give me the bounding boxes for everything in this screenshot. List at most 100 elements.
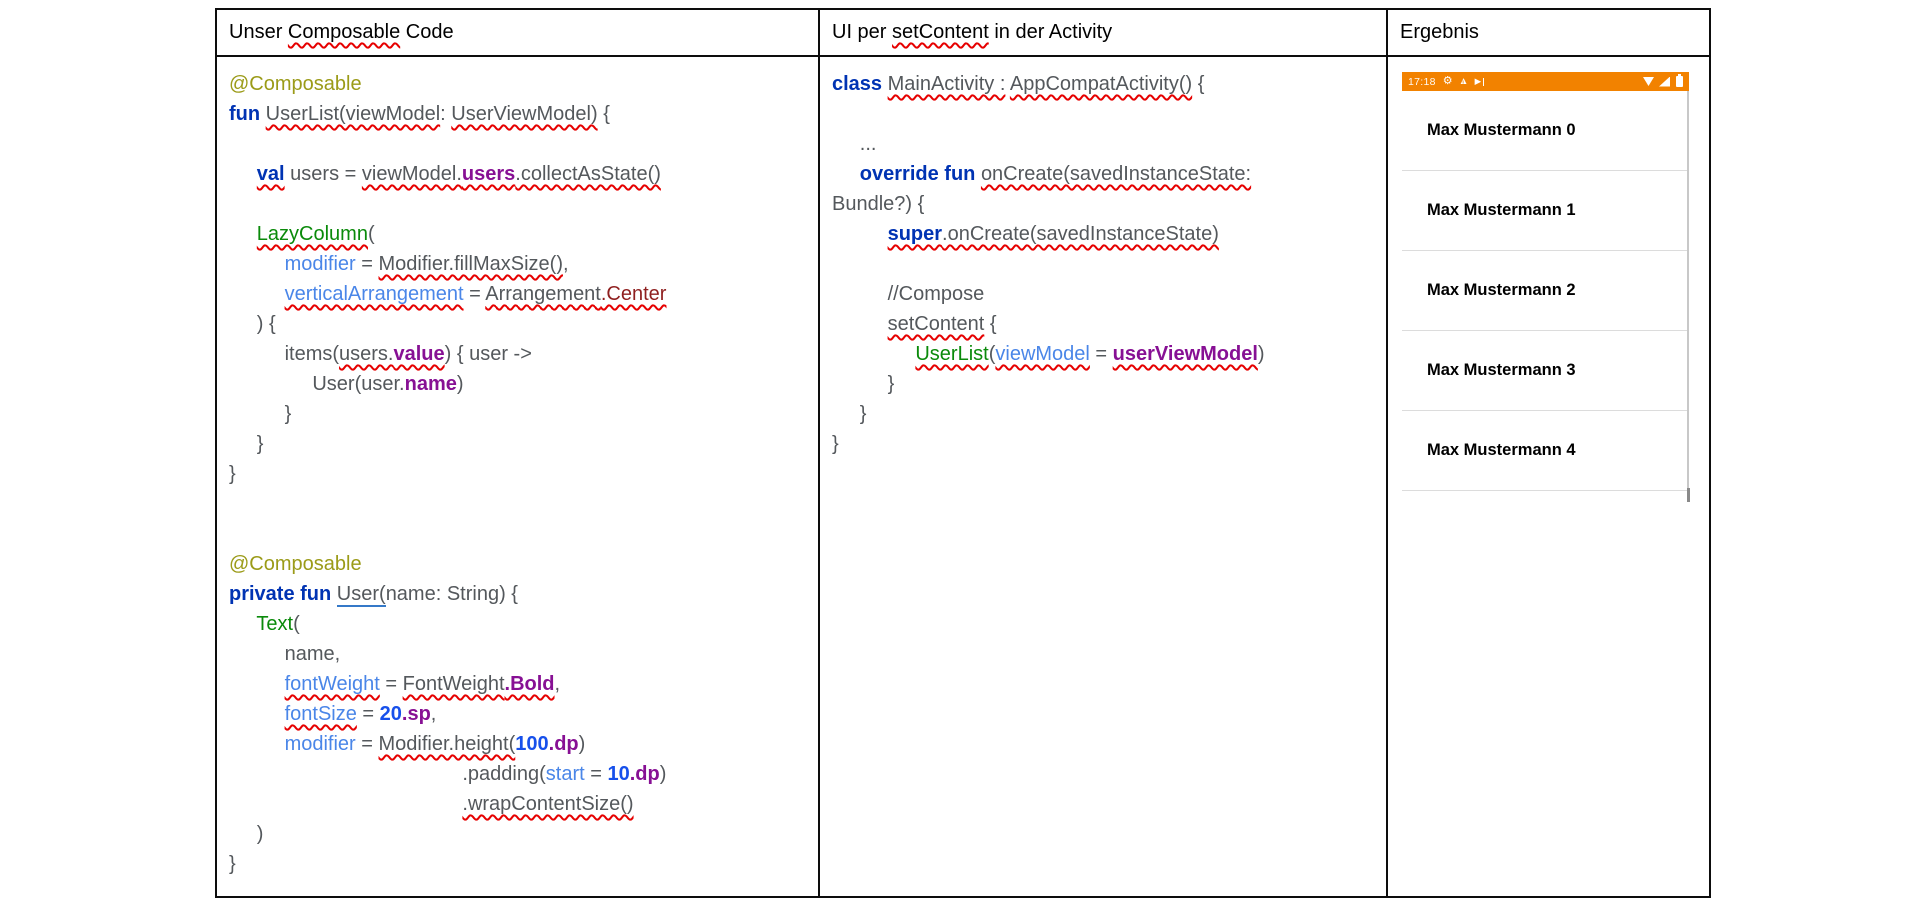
code-line: ) { — [229, 309, 812, 339]
code-token: @Composable — [229, 73, 362, 95]
code-token: modifier — [284, 733, 356, 755]
code-token: MainActivity : — [887, 73, 1006, 95]
code-token: AppCompatActivity() — [1009, 73, 1193, 95]
code-token: User( — [336, 583, 386, 607]
code-token: Composable — [287, 21, 401, 43]
code-line: name, — [229, 639, 812, 669]
code-token: } — [229, 403, 292, 425]
code-token: users. — [339, 343, 394, 365]
code-line: UI per setContent in der Activity — [832, 21, 1112, 44]
code-token: .wrapContentSize() — [462, 793, 634, 815]
code-token — [229, 613, 256, 635]
code-token: { — [597, 103, 610, 125]
code-token: 10 — [607, 763, 630, 785]
status-right-icons — [1643, 74, 1683, 87]
code-token — [229, 133, 235, 155]
code-token: modifier — [284, 253, 356, 275]
code-line: } — [832, 369, 1380, 399]
code-line: fun UserList(viewModel: UserViewModel) { — [229, 99, 812, 129]
code-line: } — [832, 399, 1380, 429]
warning-icon: ▲! — [1458, 75, 1469, 87]
list-item-label: Max Mustermann 1 — [1427, 201, 1576, 219]
code-line — [832, 249, 1380, 279]
status-left-icons: ⚙ ▲! ▶ — [1442, 75, 1485, 87]
code-token: ) — [659, 763, 667, 785]
document-table: Unser Composable Code UI per setContent … — [215, 8, 1711, 898]
code-line: } — [229, 849, 812, 879]
code-token — [229, 523, 235, 545]
column-header-ergebnis: Ergebnis — [1388, 10, 1709, 57]
code-token — [229, 253, 285, 275]
code-line — [229, 129, 812, 159]
code-line: verticalArrangement = Arrangement.Center — [229, 279, 812, 309]
code-token — [832, 103, 838, 125]
code-line: Text( — [229, 609, 812, 639]
code-line: } — [229, 459, 812, 489]
signal-icon — [1659, 76, 1670, 87]
scrollbar-track — [1686, 91, 1690, 502]
demo-flag-icon: ▶ — [1475, 77, 1485, 86]
code-line: override fun onCreate(savedInstanceState… — [832, 159, 1380, 189]
code-token: items( — [229, 343, 340, 365]
code-token: fontWeight — [284, 673, 380, 695]
code-token: = — [463, 283, 486, 305]
code-line: class MainActivity : AppCompatActivity()… — [832, 69, 1380, 99]
code-token: ) — [1257, 343, 1265, 365]
code-token — [229, 493, 235, 515]
code-token: override fun — [859, 163, 981, 185]
code-token — [229, 733, 285, 755]
code-token: .dp — [629, 763, 660, 785]
code-token — [229, 163, 257, 185]
code-line: ... — [832, 129, 1380, 159]
list-item: Max Mustermann 4 — [1402, 411, 1689, 491]
code-token: ( — [988, 343, 996, 365]
code-token: User(user. — [229, 373, 405, 395]
code-token: name — [404, 373, 457, 395]
code-token: users = — [284, 163, 362, 185]
code-line: .wrapContentSize() — [229, 789, 812, 819]
code-token: } — [229, 433, 264, 455]
code-token: start — [545, 763, 585, 785]
code-line: private fun User(name: String) { — [229, 579, 812, 609]
code-token: userViewModel — [1112, 343, 1258, 365]
wifi-icon — [1643, 77, 1654, 86]
code-token: value — [393, 343, 445, 365]
code-token: } — [229, 853, 236, 875]
code-token: ) — [578, 733, 586, 755]
gear-icon: ⚙ — [1442, 75, 1453, 87]
code-token: .Center — [600, 283, 667, 305]
code-token: , — [554, 673, 561, 695]
code-token: = — [584, 763, 608, 785]
code-token: { — [1192, 73, 1205, 95]
code-line — [832, 99, 1380, 129]
code-line: Ergebnis — [1400, 21, 1479, 44]
code-token — [832, 313, 888, 335]
code-line: User(user.name) — [229, 369, 812, 399]
code-line: ) — [229, 819, 812, 849]
code-line: } — [229, 399, 812, 429]
code-token: Modifier.fillMaxSize() — [378, 253, 563, 275]
list-item: Max Mustermann 2 — [1402, 251, 1689, 331]
code-line: modifier = Modifier.fillMaxSize(), — [229, 249, 812, 279]
code-cell-activity: class MainActivity : AppCompatActivity()… — [820, 57, 1388, 896]
code-line — [229, 189, 812, 219]
code-line: .padding(start = 10.dp) — [229, 759, 812, 789]
code-token: verticalArrangement — [284, 283, 464, 305]
code-token: Arrangement — [485, 283, 601, 305]
code-token — [229, 703, 285, 725]
code-token: 100 — [515, 733, 549, 755]
code-token: UserList(viewModel — [265, 103, 441, 125]
code-token — [832, 163, 860, 185]
warning-triangle: ▲ — [1458, 75, 1469, 87]
code-line: super.onCreate(savedInstanceState) — [832, 219, 1380, 249]
code-token: = — [356, 703, 380, 725]
code-cell-composable: @Composable fun UserList(viewModel: UserV… — [217, 57, 820, 896]
code-token: LazyColumn — [256, 223, 368, 245]
code-line: fontWeight = FontWeight.Bold, — [229, 669, 812, 699]
code-token: .padding( — [229, 763, 546, 785]
code-token: setContent — [892, 21, 989, 43]
code-token — [229, 793, 462, 815]
code-token: } — [229, 463, 236, 485]
code-token: } — [832, 373, 895, 395]
